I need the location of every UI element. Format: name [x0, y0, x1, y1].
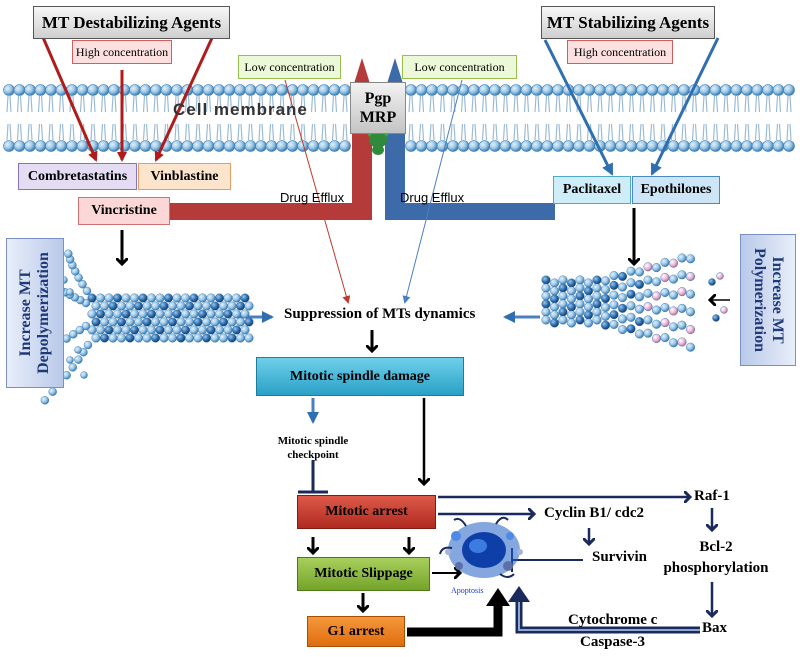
stabilizing-agents-title: MT Stabilizing Agents — [541, 6, 715, 39]
low-concentration-arrow-right — [402, 79, 463, 304]
apoptotic-cell-icon — [439, 516, 523, 578]
destabilizing-agents-title: MT Destabilizing Agents — [33, 6, 230, 39]
bcl2-phosphorylation: Bcl-2 phosphorylation — [662, 537, 770, 579]
polymerization-line1: Increase MT — [769, 256, 786, 344]
cell-membrane-label: Cell membrane — [173, 100, 308, 119]
spindle-checkpoint-label: Mitotic spindle checkpoint — [265, 434, 361, 462]
pump-label-line2: MRP — [359, 109, 397, 126]
drug-efflux-left: Drug Efflux — [280, 190, 345, 205]
checkpoint-line2: checkpoint — [287, 449, 339, 461]
polymerization-line2: Polymerization — [751, 248, 768, 352]
low-concentration-arrow-left — [284, 79, 351, 304]
cytochrome-c: Cytochrome c — [568, 612, 658, 628]
caspase-3: Caspase-3 — [580, 634, 646, 650]
drug-vinblastine: Vinblastine — [138, 163, 231, 190]
mitotic-spindle-damage: Mitotic spindle damage — [256, 357, 464, 396]
bax: Bax — [702, 620, 728, 636]
polymerization-label-box: Increase MT Polymerization — [740, 234, 796, 366]
high-concentration-left: High concentration — [72, 40, 172, 64]
drug-vincristine: Vincristine — [78, 197, 170, 225]
g1-arrest: G1 arrest — [307, 616, 405, 647]
bcl2-line1: Bcl-2 — [699, 539, 733, 555]
low-concentration-right: Low concentration — [402, 55, 517, 79]
arrow-bax-apoptosis — [508, 586, 700, 634]
stabilizing-arrows — [543, 37, 720, 176]
drug-efflux-right: Drug Efflux — [400, 190, 465, 205]
mitotic-slippage: Mitotic Slippage — [297, 557, 430, 591]
pump-label-line1: Pgp — [364, 90, 392, 107]
depolymerization-line1: Increase MT — [17, 269, 34, 357]
apoptosis-label: Apoptosis — [451, 586, 484, 595]
survivin: Survivin — [592, 549, 648, 565]
depolymerization-label: Increase MT Depolymerization — [17, 252, 53, 374]
mitotic-arrest: Mitotic arrest — [297, 495, 436, 529]
destabilizing-arrows — [40, 34, 214, 162]
pgp-mrp-pump-label: Pgp MRP — [350, 82, 406, 134]
arrow-g1-apoptosis — [407, 588, 510, 637]
cyclin-b1-cdc2: Cyclin B1/ cdc2 — [544, 505, 644, 521]
drug-epothilones: Epothilones — [632, 176, 720, 204]
depolymerization-line2: Depolymerization — [35, 252, 52, 374]
suppression-mt-dynamics: Suppression of MTs dynamics — [284, 306, 476, 322]
raf-1: Raf-1 — [694, 488, 730, 504]
depolymerizing-microtubule-icon — [40, 249, 254, 405]
depolymerization-label-box: Increase MT Depolymerization — [6, 238, 64, 388]
low-concentration-left: Low concentration — [238, 55, 341, 79]
high-concentration-right: High concentration — [567, 40, 673, 64]
polymerization-label: Increase MT Polymerization — [750, 248, 786, 352]
bcl2-line2: phosphorylation — [663, 560, 769, 576]
drug-paclitaxel: Paclitaxel — [553, 176, 631, 204]
cell-membrane — [3, 84, 795, 155]
drug-combretastatins: Combretastatins — [18, 163, 137, 190]
checkpoint-inhibition — [298, 460, 328, 494]
checkpoint-line1: Mitotic spindle — [277, 435, 349, 447]
polymerizing-microtubule-icon — [541, 253, 728, 352]
